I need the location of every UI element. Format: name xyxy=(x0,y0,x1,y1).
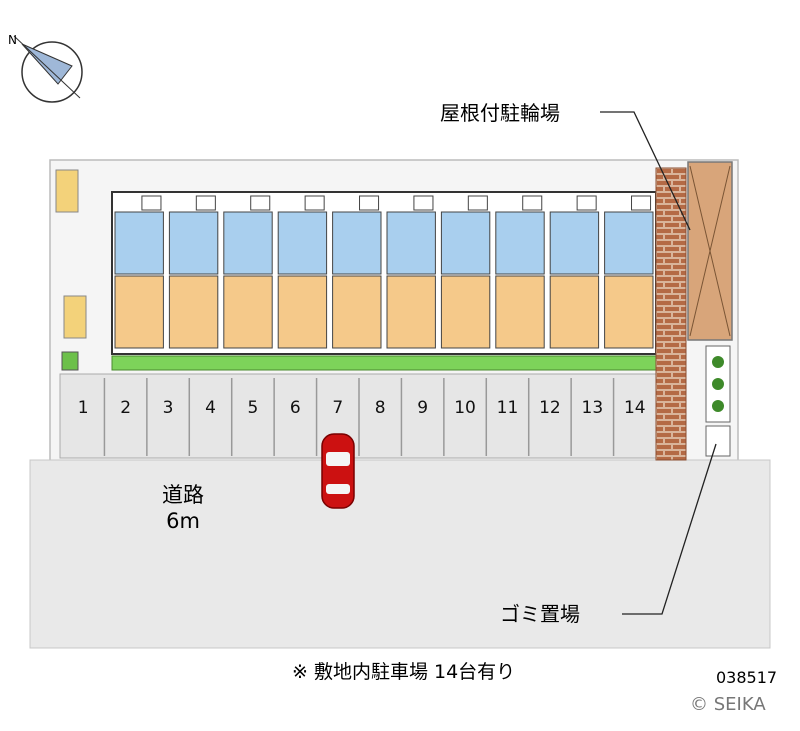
garbage-station xyxy=(705,425,731,457)
parking-slot-number: 11 xyxy=(496,398,519,418)
property-code: 038517 xyxy=(716,668,778,687)
unit-living-room xyxy=(386,275,436,349)
unit-living-room xyxy=(440,275,491,349)
parking-slot-number: 6 xyxy=(289,398,301,418)
left-equipment-box xyxy=(55,169,79,213)
unit-wet-area xyxy=(440,211,491,275)
unit-living-room xyxy=(332,275,382,349)
left-meter-box xyxy=(63,295,87,339)
apartment-unit xyxy=(332,195,382,349)
unit-wet-area xyxy=(604,211,654,275)
unit-entrance xyxy=(195,195,216,211)
shrub-icon xyxy=(712,378,724,390)
unit-entrance xyxy=(304,195,325,211)
unit-wet-area xyxy=(114,211,164,275)
hedge xyxy=(111,355,657,371)
compass-icon xyxy=(13,35,83,103)
parking-slot-number: 13 xyxy=(581,398,604,418)
compass-north-label: N xyxy=(8,33,17,47)
parking-slot-number: 14 xyxy=(623,398,646,418)
bike-parking-label: 屋根付駐輪場 xyxy=(440,101,560,125)
parking-slot-number: 9 xyxy=(417,398,429,418)
apartment-unit xyxy=(495,195,545,349)
parking-lot xyxy=(59,373,657,459)
left-shrub xyxy=(61,351,79,371)
apartment-unit xyxy=(386,195,436,349)
parking-slot-number: 7 xyxy=(332,398,344,418)
unit-wet-area xyxy=(495,211,545,275)
unit-living-room xyxy=(549,275,600,349)
parking-slot-number: 5 xyxy=(247,398,259,418)
parking-slot-number: 2 xyxy=(120,398,132,418)
unit-living-room xyxy=(223,275,273,349)
unit-wet-area xyxy=(549,211,600,275)
bike-parking-leader-line xyxy=(600,111,691,231)
apartment-unit xyxy=(223,195,273,349)
road-name: 道路 xyxy=(162,483,204,507)
copyright-mark: © SEIKA xyxy=(690,694,766,715)
parking-slot-number: 4 xyxy=(205,398,216,418)
apartment-unit xyxy=(604,195,654,349)
unit-entrance xyxy=(522,195,543,211)
unit-living-room xyxy=(604,275,654,349)
road-label: 道路 6m xyxy=(162,482,204,534)
apartment-unit xyxy=(114,195,164,349)
apartment-unit xyxy=(168,195,219,349)
parking-slot-lines xyxy=(103,378,615,456)
unit-entrance xyxy=(141,195,162,211)
unit-entrance xyxy=(467,195,488,211)
apartment-unit xyxy=(440,195,491,349)
unit-wet-area xyxy=(277,211,328,275)
unit-wet-area xyxy=(332,211,382,275)
unit-entrance xyxy=(576,195,597,211)
parking-slot-number: 10 xyxy=(454,398,476,418)
parking-slot-number: 3 xyxy=(162,398,174,418)
unit-living-room xyxy=(168,275,219,349)
unit-living-room xyxy=(114,275,164,349)
parking-slot-number: 8 xyxy=(374,398,386,418)
unit-living-room xyxy=(277,275,328,349)
shrub-icon xyxy=(712,356,724,368)
road-width: 6m xyxy=(166,509,200,533)
unit-wet-area xyxy=(223,211,273,275)
unit-entrance xyxy=(359,195,380,211)
parking-note: ※ 敷地内駐車場 14台有り xyxy=(292,661,516,683)
parking-slot-number: 12 xyxy=(539,398,561,418)
garbage-leader-line xyxy=(622,443,717,615)
garbage-area-label: ゴミ置場 xyxy=(500,602,580,626)
unit-wet-area xyxy=(386,211,436,275)
apartment-units xyxy=(114,195,654,349)
car-icon xyxy=(321,433,355,509)
parking-slot-number: 1 xyxy=(77,398,89,418)
brick-walkway xyxy=(655,167,687,461)
unit-wet-area xyxy=(168,211,219,275)
road-area xyxy=(29,459,771,649)
unit-entrance xyxy=(631,195,652,211)
unit-living-room xyxy=(495,275,545,349)
apartment-unit xyxy=(549,195,600,349)
bike-roof-cross-b xyxy=(689,165,731,337)
shrub-icon xyxy=(712,400,724,412)
apartment-unit xyxy=(277,195,328,349)
unit-entrance xyxy=(250,195,271,211)
unit-entrance xyxy=(413,195,434,211)
